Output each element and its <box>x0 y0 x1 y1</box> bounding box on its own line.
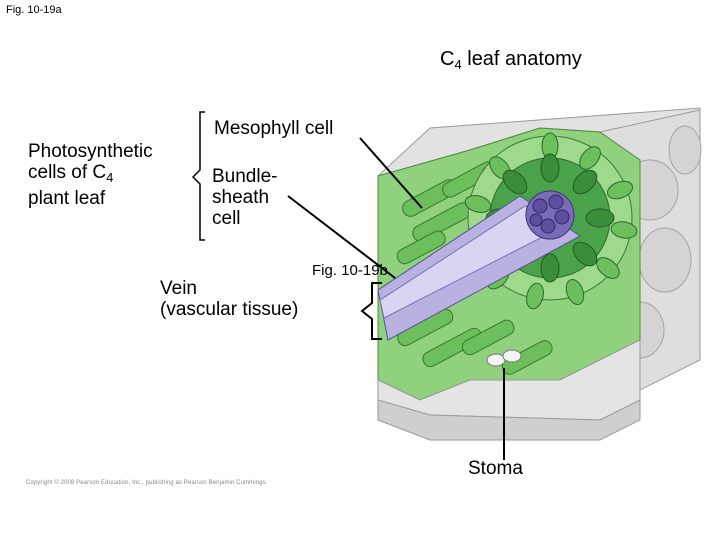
title-subscript: 4 <box>454 57 462 72</box>
vein-label: Vein (vascular tissue) <box>160 278 298 320</box>
figure-reference: Fig. 10-19a <box>6 4 62 16</box>
ps-line-2: cells of C4 <box>28 162 153 188</box>
ps-line-2-subscript: 4 <box>106 170 114 185</box>
vein <box>377 190 581 341</box>
mesophyll-leader <box>359 137 423 209</box>
bundle-sheath-leader <box>287 195 396 279</box>
ps-line-3: plant leaf <box>28 188 106 209</box>
bundle-line-2: sheath <box>212 187 270 208</box>
figure-b-reference: Fig. 10-19b <box>312 262 388 279</box>
block-bottom <box>377 399 641 441</box>
stoma-label: Stoma <box>468 458 523 479</box>
ps-line-1: Photosynthetic <box>28 141 153 162</box>
photosynthetic-bracket <box>191 111 205 241</box>
title-rest: leaf anatomy <box>461 48 582 70</box>
bundle-sheath-label: Bundle- sheath cell <box>212 166 278 229</box>
stoma-pore <box>486 349 522 367</box>
vein-line-1: Vein <box>160 278 197 299</box>
title-main: C <box>440 48 455 70</box>
vein-line-2: (vascular tissue) <box>160 299 299 320</box>
vein-bracket <box>360 282 382 340</box>
figure-title: C4 leaf anatomy <box>440 48 582 72</box>
copyright-notice: Copyright © 2008 Pearson Education, Inc.… <box>26 480 268 486</box>
mesophyll-cell-label: Mesophyll cell <box>214 118 334 139</box>
ps-line-2a: cells of C <box>28 162 107 183</box>
bundle-line-3: cell <box>212 208 241 229</box>
bundle-line-1: Bundle- <box>212 166 278 187</box>
photosynthetic-cells-label: Photosynthetic cells of C4 plant leaf <box>28 141 153 209</box>
